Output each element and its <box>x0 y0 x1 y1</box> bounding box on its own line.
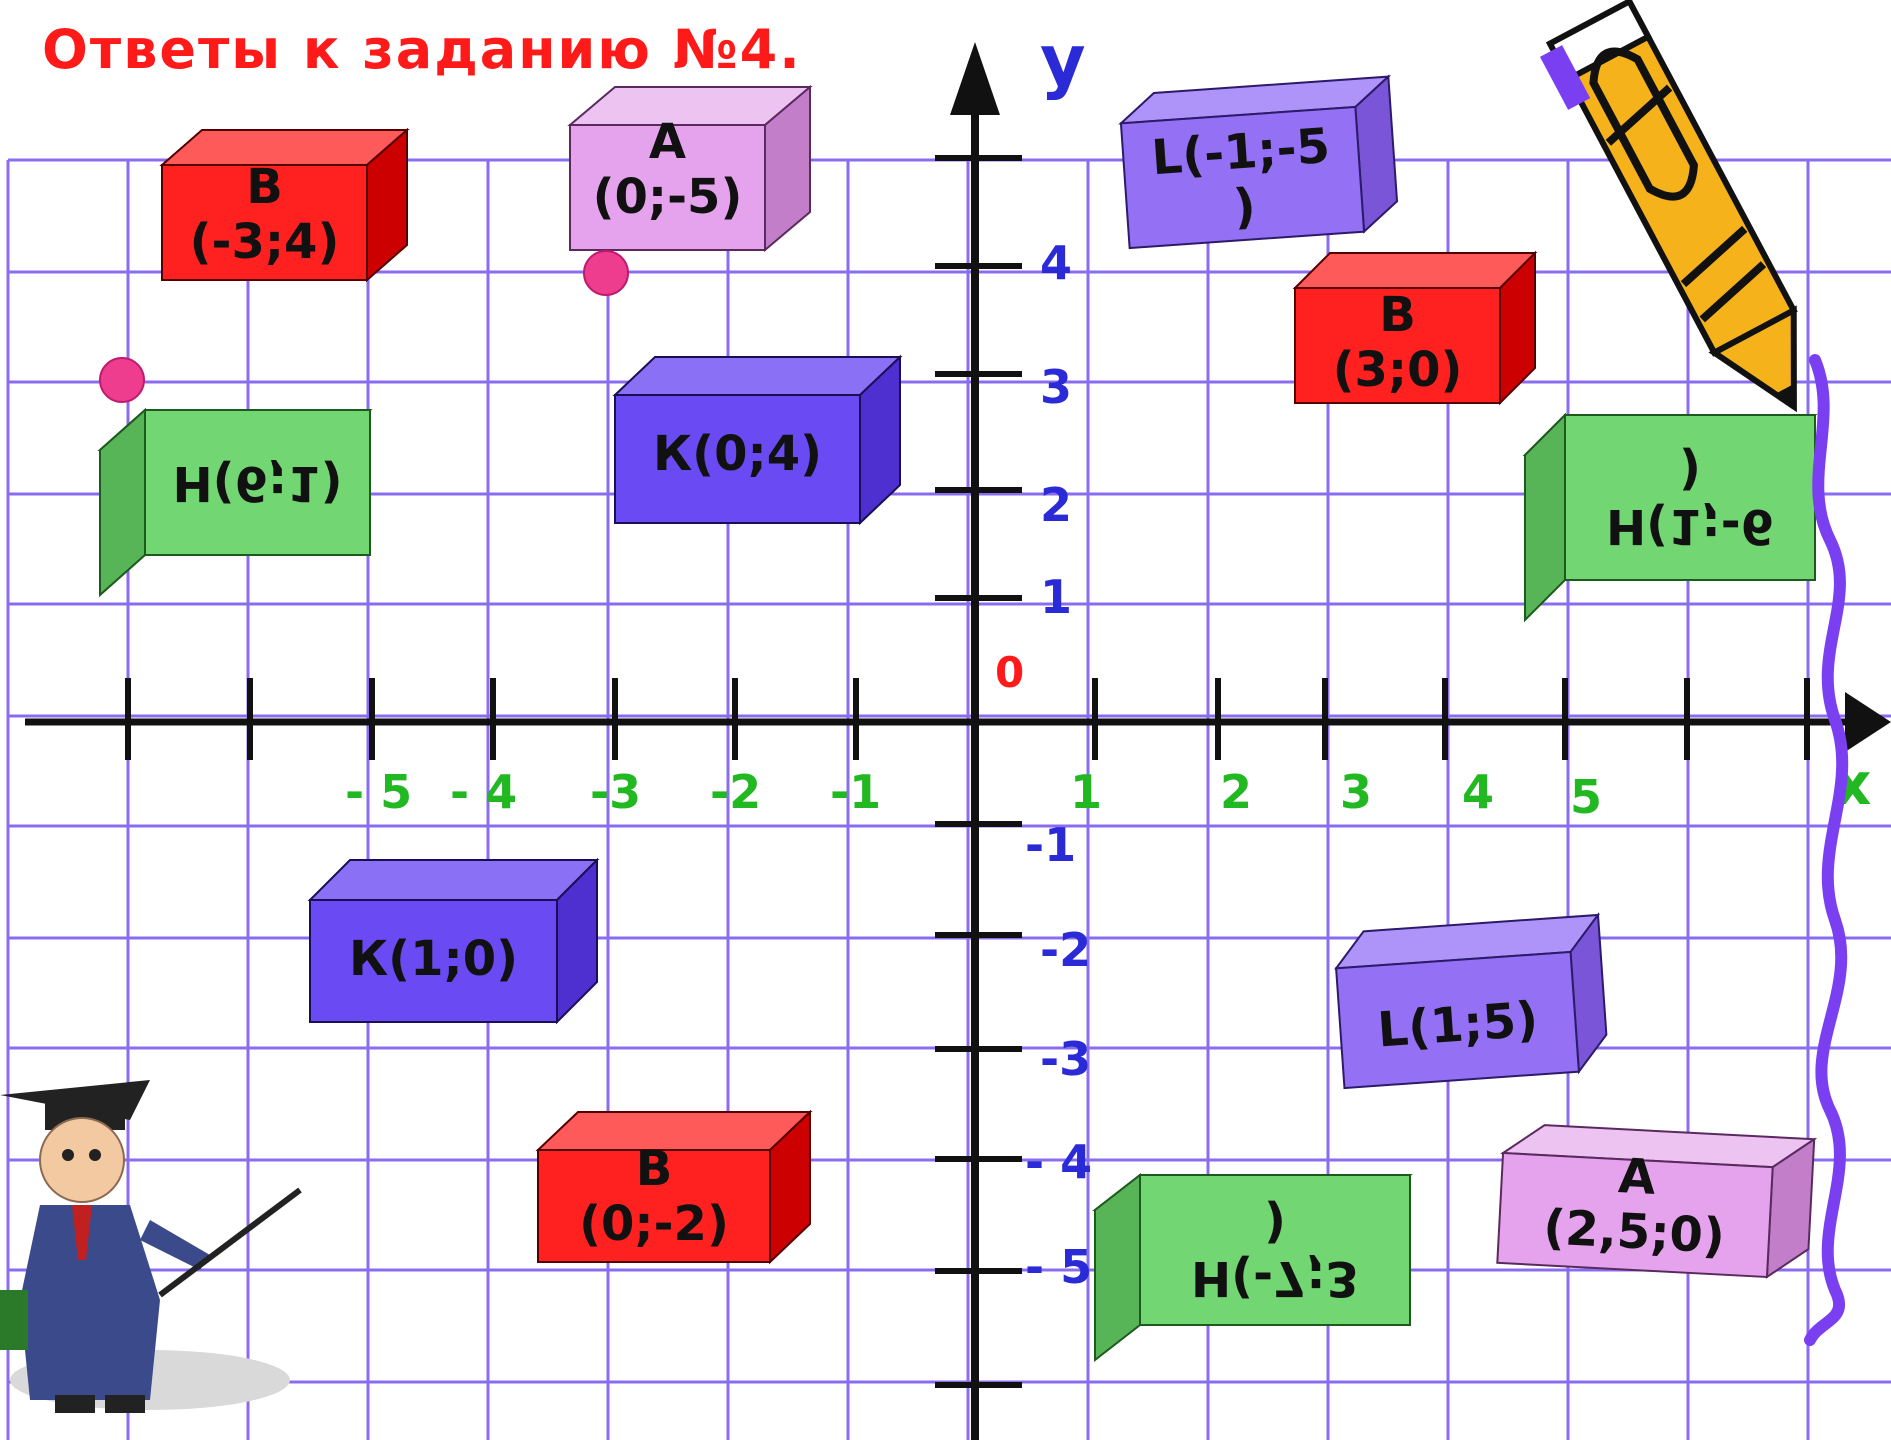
teacher-figure-icon <box>0 0 1891 1440</box>
coordinate-plane-slide: Ответы к заданию №4. 0 y x 4321-1-2-3- 4… <box>0 0 1891 1440</box>
